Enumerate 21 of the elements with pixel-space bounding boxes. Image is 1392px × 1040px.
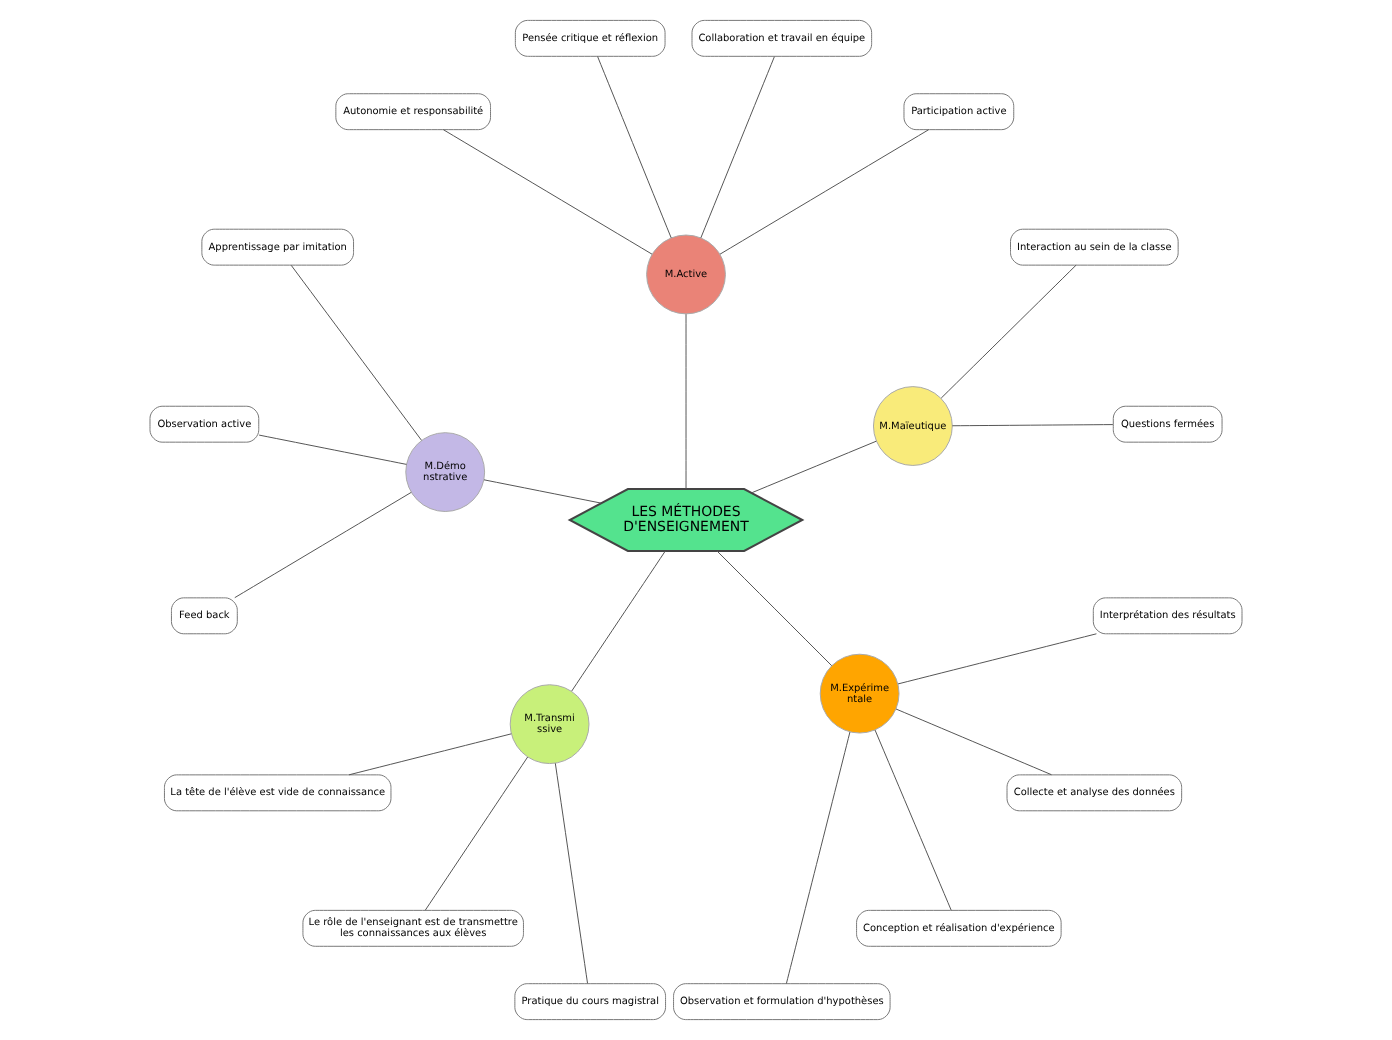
connector [483, 479, 602, 504]
connector [716, 550, 833, 667]
connector [785, 731, 851, 984]
connector [234, 491, 412, 599]
connector [685, 313, 687, 490]
connector [751, 440, 877, 494]
connector [940, 264, 1077, 399]
connector [554, 762, 589, 984]
connector [348, 733, 512, 776]
connector [258, 434, 407, 465]
connector [290, 264, 423, 441]
connector [895, 708, 1052, 776]
connector [897, 633, 1097, 685]
connector [597, 56, 672, 239]
connector [700, 56, 775, 239]
connector [424, 756, 529, 911]
connector [571, 550, 666, 692]
connector [874, 729, 952, 911]
connector [442, 129, 653, 255]
connector [951, 424, 1114, 427]
connector [719, 129, 930, 255]
